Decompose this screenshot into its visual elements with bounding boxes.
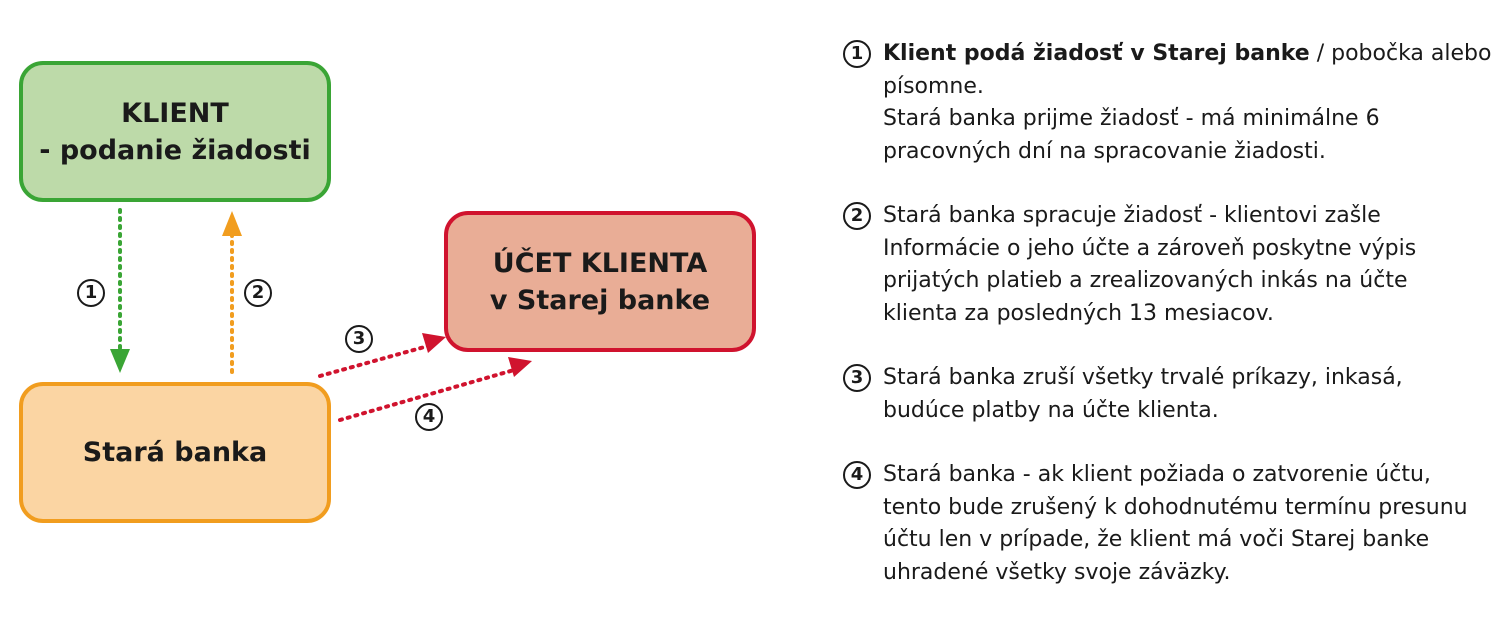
step-1-rest-text: / pobočka alebo písomne. bbox=[883, 41, 1492, 99]
step-3: 3 Stará banka zruší všetky trvalé príkaz… bbox=[843, 362, 1493, 427]
step-2-number-badge: 2 bbox=[843, 202, 871, 230]
flow-diagram: KLIENT - podanie žiadosti ÚČET KLIENTA v… bbox=[0, 0, 780, 592]
klient-box-title: KLIENT bbox=[121, 97, 229, 129]
arrow-1-number-badge: 1 bbox=[77, 279, 105, 307]
step-4-number-badge: 4 bbox=[843, 461, 871, 489]
step-2: 2 Stará banka spracuje žiadosť - kliento… bbox=[843, 200, 1493, 330]
step-4: 4 Stará banka - ak klient požiada o zatv… bbox=[843, 459, 1493, 589]
arrow-3-number-badge: 3 bbox=[345, 325, 373, 353]
klient-box-subtitle: - podanie žiadosti bbox=[39, 134, 311, 166]
step-1-extra-text: Stará banka prijme žiadosť - má minimáln… bbox=[883, 106, 1380, 164]
stara-banka-box: Stará banka bbox=[19, 382, 331, 523]
step-3-number-badge: 3 bbox=[843, 364, 871, 392]
step-1-bold-text: Klient podá žiadosť v Starej banke bbox=[883, 41, 1310, 66]
arrow-4-number-badge: 4 bbox=[415, 403, 443, 431]
arrows-layer bbox=[110, 208, 532, 422]
ucet-box-title: ÚČET KLIENTA bbox=[492, 247, 708, 279]
ucet-klienta-box: ÚČET KLIENTA v Starej banke bbox=[444, 211, 756, 352]
stara-box-title: Stará banka bbox=[82, 437, 268, 468]
arrow-3-line bbox=[318, 344, 430, 378]
arrow-2-number-badge: 2 bbox=[244, 279, 272, 307]
arrow-4-head bbox=[508, 357, 532, 377]
step-1-text: Klient podá žiadosť v Starej banke / pob… bbox=[883, 38, 1493, 103]
arrow-4-line bbox=[338, 368, 516, 422]
step-1: 1 Klient podá žiadosť v Starej banke / p… bbox=[843, 38, 1493, 168]
step-4-text: Stará banka - ak klient požiada o zatvor… bbox=[883, 462, 1468, 585]
steps-legend: 1 Klient podá žiadosť v Starej banke / p… bbox=[843, 38, 1493, 621]
arrow-3-head bbox=[422, 333, 446, 353]
arrow-1-head bbox=[110, 349, 130, 373]
arrow-2-head bbox=[222, 211, 242, 236]
step-1-number-badge: 1 bbox=[843, 40, 871, 68]
step-2-text: Stará banka spracuje žiadosť - klientovi… bbox=[883, 203, 1417, 326]
ucet-box-subtitle: v Starej banke bbox=[489, 284, 711, 316]
step-3-text: Stará banka zruší všetky trvalé príkazy,… bbox=[883, 365, 1403, 423]
klient-box: KLIENT - podanie žiadosti bbox=[19, 61, 331, 202]
